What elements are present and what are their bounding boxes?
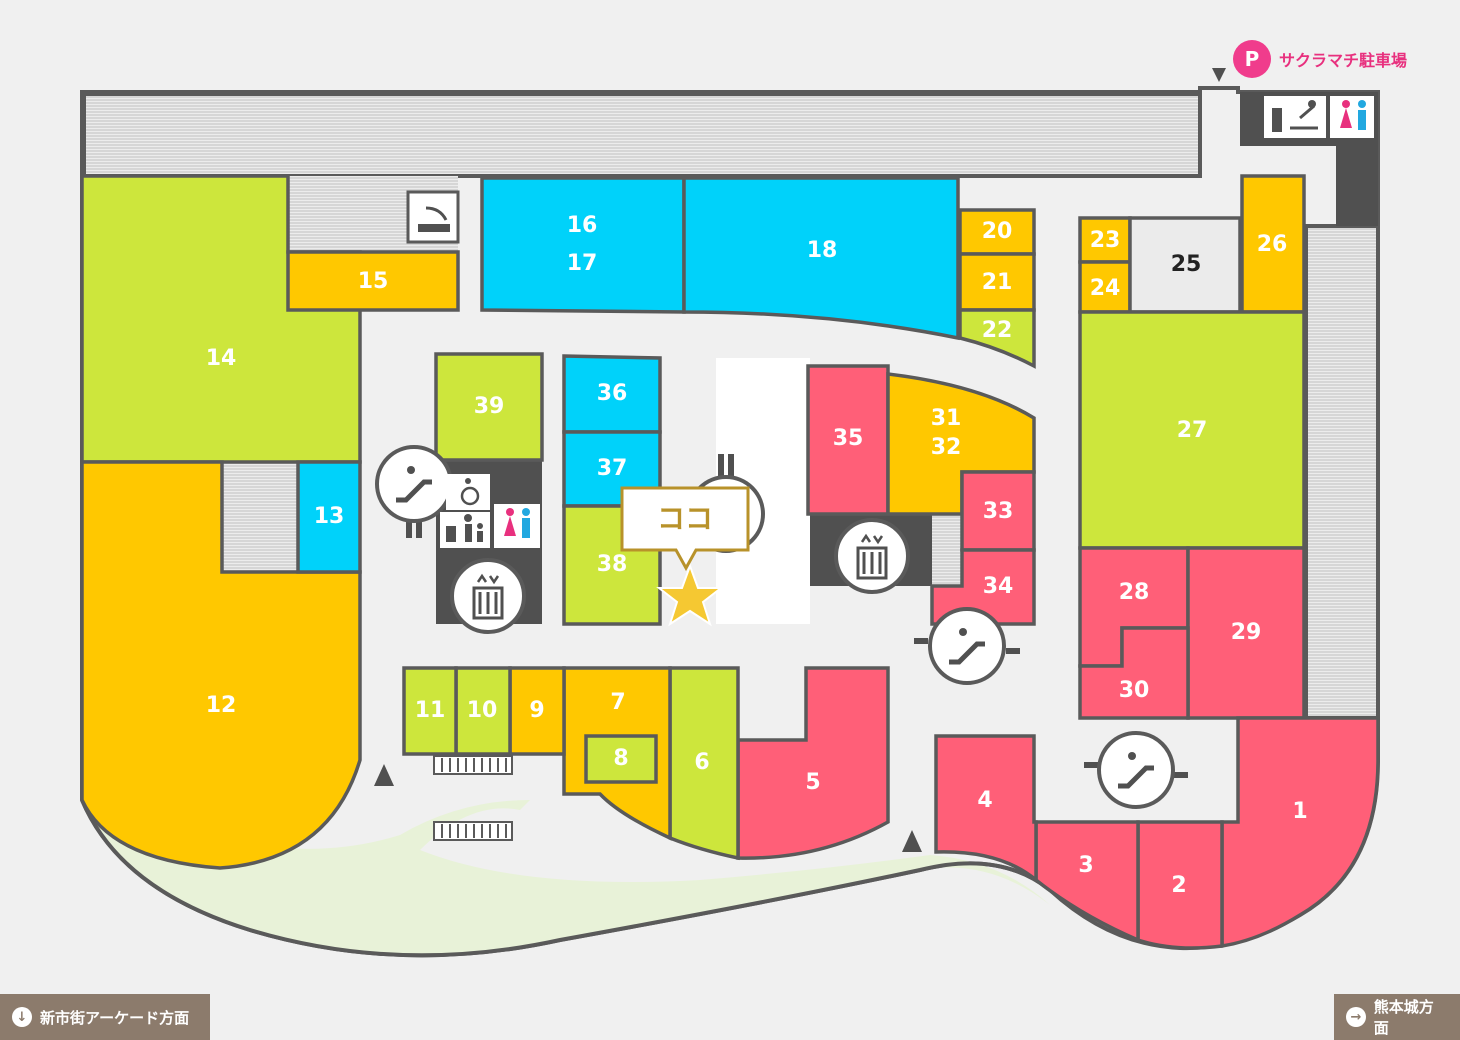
store-29[interactable] — [1186, 546, 1306, 720]
store-20[interactable] — [958, 208, 1036, 256]
store-30-label: 30 — [1119, 678, 1150, 703]
nav-castle-direction[interactable]: → 熊本城方面 — [1334, 994, 1460, 1040]
parking-label: サクラマチ駐車場 — [1279, 51, 1408, 70]
escalator-icon[interactable] — [375, 445, 453, 538]
store-8[interactable] — [584, 734, 658, 784]
store-5[interactable] — [736, 666, 890, 860]
store-23-label: 23 — [1090, 228, 1121, 253]
store-8-label: 8 — [613, 746, 628, 771]
store-23[interactable] — [1078, 216, 1132, 264]
store-33[interactable] — [960, 470, 1036, 552]
store-28-label: 28 — [1119, 580, 1150, 605]
nav-arcade-direction[interactable]: ↓ 新市街アーケード方面 — [0, 994, 210, 1040]
store-12[interactable] — [80, 460, 362, 870]
store-29-label: 29 — [1231, 620, 1262, 645]
store-1-label: 1 — [1292, 799, 1307, 824]
store-13-label: 13 — [314, 504, 345, 529]
store-33-label: 33 — [983, 499, 1014, 524]
store-21[interactable] — [958, 252, 1036, 312]
store-6-label: 6 — [694, 750, 709, 775]
store-2-label: 2 — [1171, 873, 1186, 898]
store-39-label: 39 — [474, 394, 505, 419]
restroom-icon — [494, 504, 540, 548]
store-6[interactable] — [668, 666, 740, 861]
store-20-label: 20 — [982, 219, 1013, 244]
store-3-label: 3 — [1078, 853, 1093, 878]
store-12-label: 12 — [206, 693, 237, 718]
here-label: ココ — [657, 502, 713, 535]
escalator-icon[interactable] — [1084, 731, 1188, 809]
current-location-marker: ココ — [620, 486, 750, 627]
store-21-label: 21 — [982, 270, 1013, 295]
store-37[interactable] — [562, 430, 662, 508]
store-25-label: 25 — [1171, 252, 1202, 277]
store-1[interactable] — [1220, 716, 1380, 949]
store-34[interactable] — [930, 548, 1036, 626]
store-10-label: 10 — [467, 698, 498, 723]
store-16-17[interactable] — [480, 176, 686, 314]
park-area — [82, 800, 1050, 956]
parking-icon: P — [1233, 40, 1271, 78]
smoking-area-icon — [406, 190, 460, 244]
escalator-icon[interactable] — [914, 607, 1020, 685]
store-18-label: 18 — [807, 238, 838, 263]
entrance-arrow-icon — [374, 68, 1226, 852]
store-9-label: 9 — [529, 698, 544, 723]
store-11[interactable] — [402, 666, 458, 756]
store-5-label: 5 — [805, 770, 820, 795]
store-39[interactable] — [434, 352, 544, 462]
elevator-icon[interactable] — [834, 518, 910, 594]
store-labels: 1 2 3 4 5 6 7 8 9 10 11 12 13 14 15 16 1… — [206, 213, 1308, 898]
nav-left-label: 新市街アーケード方面 — [40, 1008, 190, 1027]
store-35-label: 35 — [833, 426, 864, 451]
store-35[interactable] — [806, 364, 890, 516]
store-9[interactable] — [508, 666, 566, 756]
store-25[interactable] — [1128, 216, 1242, 314]
store-26[interactable] — [1240, 174, 1306, 314]
store-14-label: 14 — [206, 346, 237, 371]
store-36-label: 36 — [597, 381, 628, 406]
store-30[interactable] — [1078, 626, 1190, 720]
store-18[interactable] — [682, 176, 960, 341]
arrow-right-icon: → — [1346, 1007, 1366, 1027]
store-3[interactable] — [1034, 820, 1140, 943]
restroom-icon — [1330, 96, 1374, 138]
store-4[interactable] — [934, 734, 1038, 884]
current-location-star-icon — [656, 563, 724, 627]
store-32-label: 32 — [931, 435, 962, 460]
parking-link[interactable]: P サクラマチ駐車場 — [1233, 40, 1407, 78]
store-27[interactable] — [1078, 310, 1306, 550]
store-38-label: 38 — [597, 552, 628, 577]
nav-right-label: 熊本城方面 — [1373, 998, 1434, 1037]
store-15-label: 15 — [358, 269, 389, 294]
store-11-label: 11 — [415, 698, 446, 723]
store-16-label: 16 — [567, 213, 598, 238]
store-26-label: 26 — [1257, 232, 1288, 257]
store-24-label: 24 — [1090, 276, 1121, 301]
store-37-label: 37 — [597, 456, 628, 481]
store-31-label: 31 — [931, 406, 962, 431]
baby-care-icon — [1264, 96, 1326, 138]
walkway-right — [1304, 224, 1380, 720]
elevator-icon[interactable] — [450, 558, 526, 634]
store-34-label: 34 — [983, 574, 1014, 599]
arrow-down-icon: ↓ — [12, 1007, 32, 1027]
store-17-label: 17 — [567, 251, 598, 276]
walkway-top — [82, 92, 1202, 178]
stairs — [433, 755, 513, 841]
store-4-label: 4 — [977, 788, 992, 813]
store-13[interactable] — [296, 460, 362, 574]
wheelchair-icon — [446, 474, 490, 510]
store-22-label: 22 — [982, 318, 1013, 343]
baby-care-icon — [440, 512, 490, 548]
store-27-label: 27 — [1177, 418, 1208, 443]
store-2[interactable] — [1136, 820, 1224, 950]
store-22[interactable] — [958, 308, 1036, 369]
store-7-label: 7 — [610, 690, 625, 715]
store-15[interactable] — [286, 250, 460, 312]
